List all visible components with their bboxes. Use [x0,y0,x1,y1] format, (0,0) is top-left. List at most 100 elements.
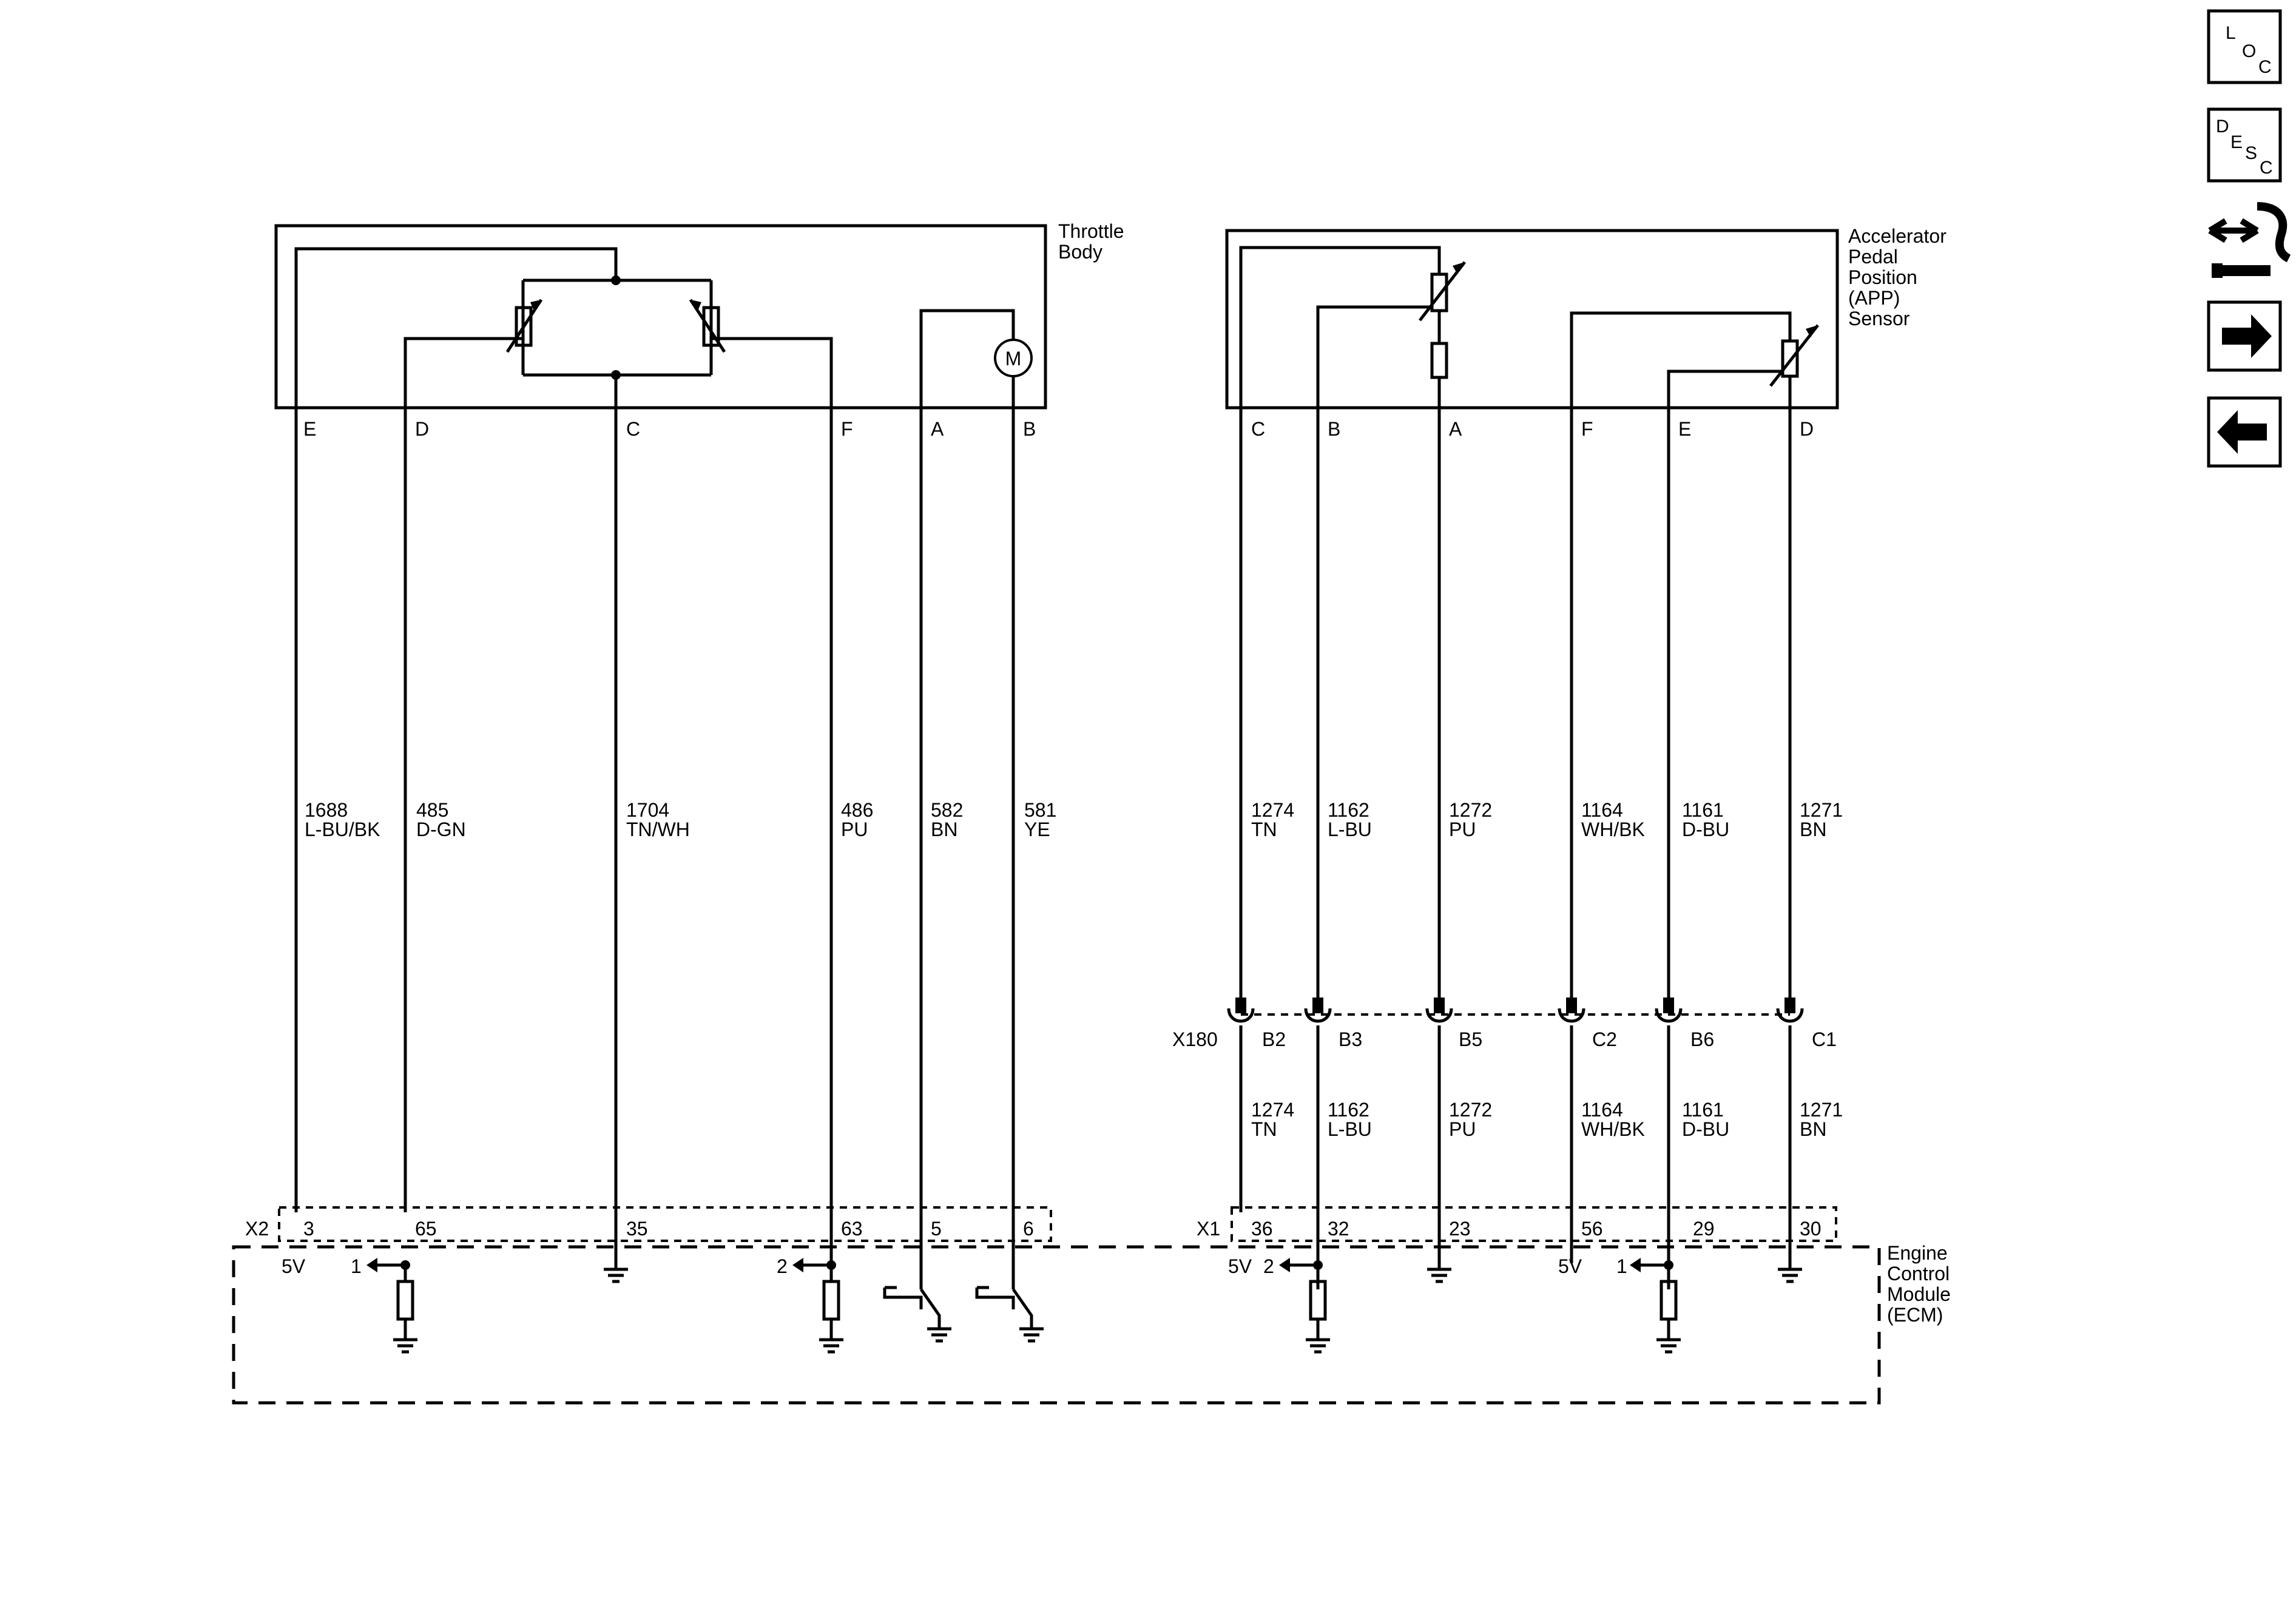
wire-label-color: D-BU [1682,1118,1729,1140]
x2-pin-label: 5 [931,1218,942,1240]
x180-cavity-icon [1304,998,1332,1023]
loc-icon-letter: L [2226,23,2236,43]
app1-fixed-resistor-icon [1430,342,1448,379]
app-sensor-housing [1225,229,1839,410]
wire-label-color: L-BU/BK [305,819,380,840]
throttle-wire-a [919,309,1015,1289]
wire-label-circuit: 1162 [1328,1099,1369,1121]
app1-variable-resistor-icon [1430,272,1448,312]
wire-label-circuit: 1271 [1800,799,1843,821]
wire-label-circuit: 1272 [1449,799,1492,821]
pull-down-resistor-icon [396,1280,414,1321]
ecm-housing [232,1245,1881,1405]
arrow-right-icon[interactable] [2207,300,2282,372]
x180-terminal-label: C1 [1812,1028,1837,1050]
throttle-body-housing [274,224,1047,410]
wire-label-color: BN [1800,819,1826,840]
x1-connector-outline [1231,1206,1837,1242]
throttle-bridge-top [521,279,713,375]
app-sensor-title: Accelerator Pedal Position (APP) Sensor [1848,225,1952,329]
ground-icon [927,1322,951,1343]
x180-cavity-icon [1558,998,1585,1023]
wire-label-circuit: 1688 [305,799,348,821]
wire-label-circuit: 1164 [1581,1099,1623,1121]
wire-label-color: PU [841,819,868,840]
arrow-left-icon[interactable] [2207,396,2282,468]
wire-label-circuit: 485 [416,799,448,821]
throttle-wire-labels: 1688 L-BU/BK 485 D-GN 1704 TN/WH 486 PU … [305,799,1056,840]
x180-cavity-icon [1655,998,1683,1023]
x180-terminal-label: B5 [1459,1028,1482,1050]
x2-pin-label: 65 [415,1218,437,1240]
app-wire-labels-upper: 1274 TN 1162 L-BU 1272 PU 1164 WH/BK 116… [1251,799,1843,840]
wire-label-circuit: 1271 [1800,1099,1843,1121]
ground-icon [819,1332,843,1354]
throttle-pin-a: A [931,418,944,440]
wire-label-color: D-BU [1682,819,1729,840]
app-pin-e: E [1678,418,1691,440]
app-pin-a: A [1449,418,1462,440]
x2-connector-outline [278,1206,1052,1242]
x2-pin-label: 6 [1023,1218,1034,1240]
wire-label-circuit: 1274 [1251,1099,1294,1121]
x2-label: X2 [245,1218,269,1240]
loc-button[interactable]: L O C [2207,9,2282,84]
nav-buttons: L O C D E S C [2207,9,2291,468]
ground-icon [393,1332,417,1354]
x180-terminal-label: C2 [1592,1028,1617,1050]
connector-repair-icon[interactable] [2208,202,2291,278]
ecm-title: Engine Control Module (ECM) [1887,1242,1956,1326]
wire-label-circuit: 1161 [1682,799,1724,821]
wire-label-color: PU [1449,1118,1476,1140]
app-sensor [1225,229,1839,1002]
app-wire-f [1570,311,1792,1002]
app-wire-b [1316,305,1432,1002]
wire-label-color: TN [1251,819,1277,840]
x180-connector: X180 B2 B3 B5 C2 B6 C1 [1172,998,1837,1050]
app-pin-f: F [1581,418,1593,440]
wire-label-circuit: 581 [1024,799,1056,821]
app-pin-d: D [1800,418,1814,440]
x1-pin-label: 36 [1251,1218,1273,1240]
wire-label-circuit: 486 [841,799,873,821]
ground-icon [1656,1332,1681,1354]
ecm-signal-label: 2 [777,1255,788,1277]
throttle-body-title: Throttle Body [1058,220,1129,263]
throttle-pin-f: F [841,418,853,440]
wire-label-circuit: 1164 [1581,799,1623,821]
throttle-pin-e: E [303,418,316,440]
x180-cavity-icon [1425,998,1453,1023]
app-pin-labels: C B A F E D [1251,418,1814,440]
wire-label-circuit: 1272 [1449,1099,1492,1121]
x1-pin-label: 23 [1449,1218,1471,1240]
throttle-wire-d [403,337,523,1212]
desc-icon-letter: C [2260,158,2273,178]
wire-label-color: TN [1251,1118,1277,1140]
ecm: X2 3 65 35 63 5 6 X1 36 32 23 56 29 30 5… [232,1206,1881,1405]
x180-terminal-label: B3 [1339,1028,1362,1050]
throttle-wire-f [711,337,833,1263]
throttle-body: M [274,224,1047,1289]
ground-icon [1778,1262,1802,1283]
throttle-wire-e-internal [294,247,618,1212]
x2-pin-label: 3 [303,1218,314,1240]
x1-pin-label: 29 [1693,1218,1715,1240]
wire-label-circuit: 1161 [1682,1099,1724,1121]
ecm-5v-label: 5V [1228,1255,1252,1277]
app-pin-c: C [1251,418,1265,440]
wire-label-circuit: 1704 [626,799,669,821]
wire-label-color: WH/BK [1581,819,1645,840]
desc-button[interactable]: D E S C [2207,107,2282,183]
wire-label-color: YE [1024,819,1050,840]
wire-label-color: BN [931,819,957,840]
app-pin-b: B [1328,418,1340,440]
ecm-signal-label: 2 [1263,1255,1274,1277]
app-wires-lower [1239,1025,1792,1289]
x1-pin-label: 56 [1581,1218,1603,1240]
throttle-pin-labels: E D C F A B [303,418,1036,440]
x2-pin-label: 63 [841,1218,863,1240]
ground-icon [1306,1332,1330,1354]
x180-cavity-icon [1227,998,1255,1023]
wire-label-color: BN [1800,1118,1826,1140]
